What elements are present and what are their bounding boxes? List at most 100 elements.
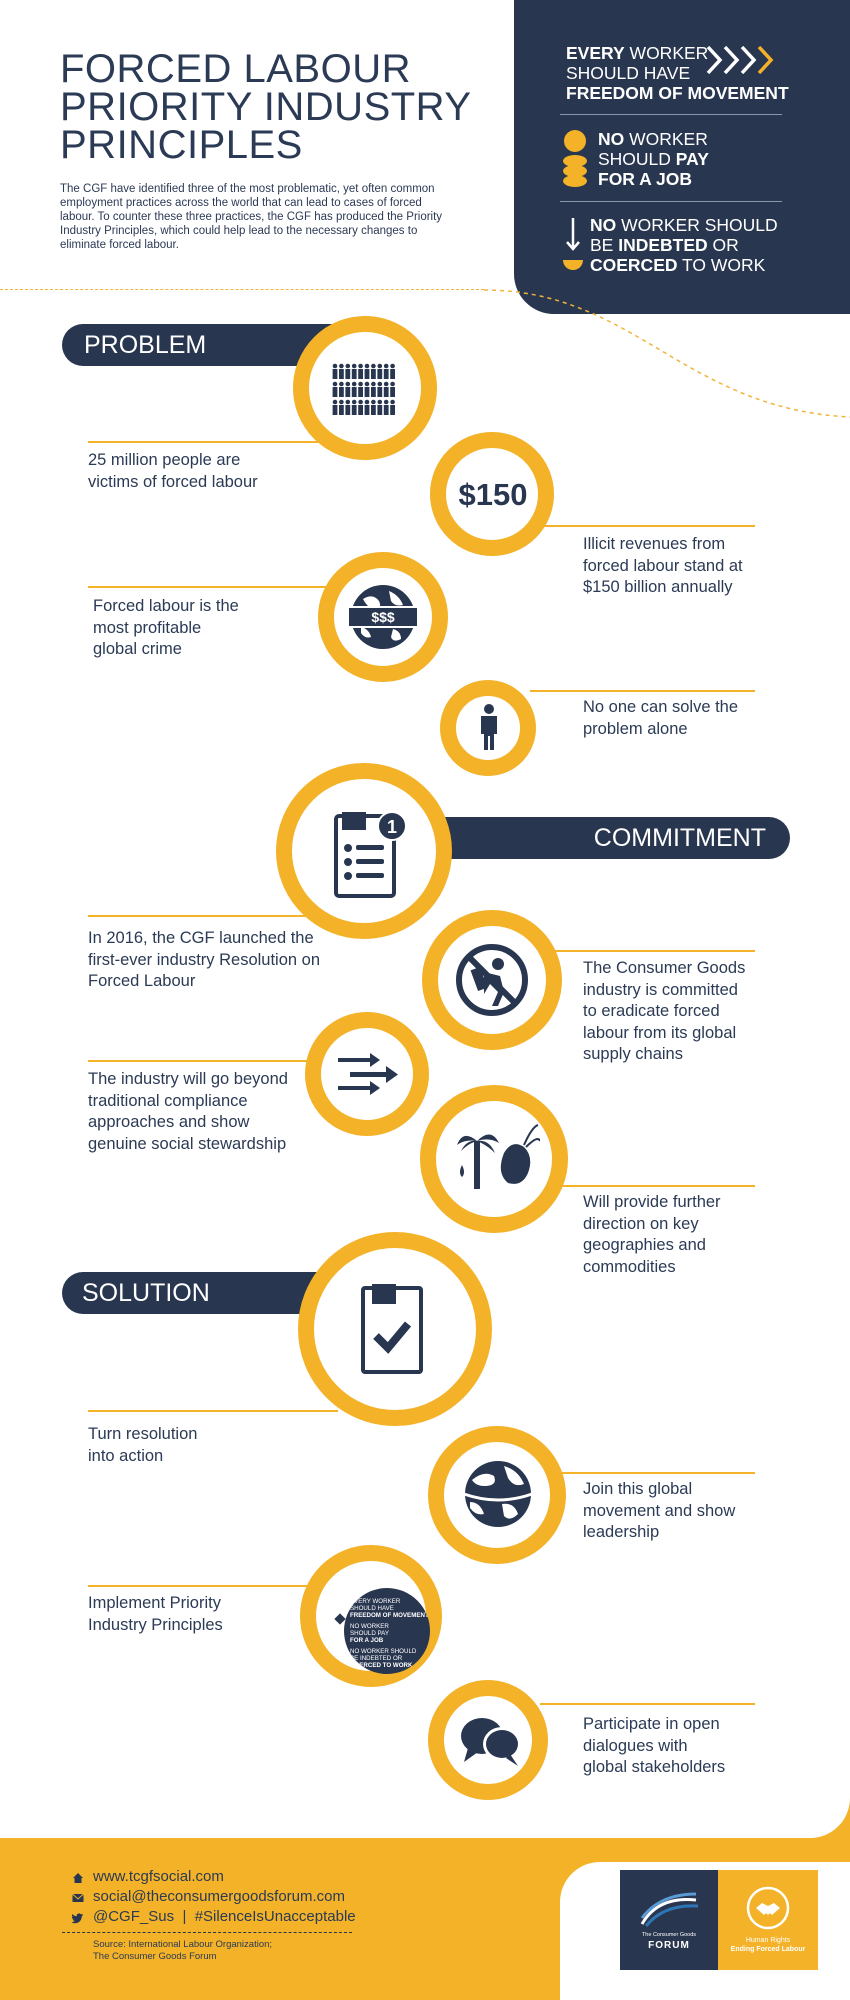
source-text: Source: International Labour Organizatio… (93, 1939, 273, 1962)
person-head (351, 381, 357, 387)
logo-human-rights-text: Human Rights Ending Forced Labour (730, 1937, 806, 1953)
person-head (345, 363, 351, 369)
connector-line (540, 1185, 755, 1187)
connector-line (540, 525, 755, 527)
divider (560, 201, 782, 202)
mini-principles-icon: EVERY WORKER SHOULD HAVE FREEDOM OF MOVE… (344, 1588, 430, 1674)
person-body (377, 405, 383, 415)
text-revenues: Illicit revenues from forced labour stan… (583, 535, 743, 596)
globe-money-icon: $$$ (349, 585, 417, 649)
person-body (358, 405, 363, 415)
person-head (332, 363, 338, 369)
text-profitable: Forced labour is the most profitable glo… (93, 597, 239, 658)
person-head (383, 381, 389, 387)
twitter-handle[interactable]: @CGF_Sus (93, 1908, 175, 1925)
person-body (332, 369, 338, 379)
person-head (371, 381, 376, 387)
connector-line (88, 1410, 338, 1412)
commodities-icon (457, 1124, 540, 1189)
person-head (339, 363, 344, 369)
page-title: FORCED LABOUR PRIORITY INDUSTRY PRINCIPL… (60, 49, 480, 167)
person-head (390, 363, 395, 369)
person-body (345, 387, 351, 397)
coins-icon (563, 130, 587, 187)
person-body (371, 387, 376, 397)
section-commitment-label: COMMITMENT (432, 817, 790, 859)
person-head (377, 363, 383, 369)
crowd-icon (332, 363, 395, 415)
divider (560, 114, 782, 115)
person-body (351, 387, 357, 397)
money-amount-icon: $150 (459, 477, 528, 512)
social-line: @CGF_Sus | #SilenceIsUnacceptable (93, 1907, 356, 1927)
person-head (390, 381, 395, 387)
person-head (351, 399, 357, 405)
connector-line (88, 915, 328, 917)
person-head (339, 399, 344, 405)
dashed-line (0, 289, 484, 290)
connector-line (545, 950, 755, 952)
text-victims: 25 million people are victims of forced … (88, 451, 258, 491)
email-icon (72, 1893, 84, 1902)
person-body (377, 369, 383, 379)
person-body (358, 369, 363, 379)
person-head (371, 399, 376, 405)
website-link[interactable]: www.tcgfsocial.com (93, 1868, 224, 1885)
connector-line (540, 1472, 755, 1474)
person-body (390, 369, 395, 379)
money-label: $$$ (371, 609, 395, 625)
person-head (332, 381, 338, 387)
footer-divider (62, 1932, 352, 1933)
person-head (351, 363, 357, 369)
text-implement: Implement Priority Industry Principles (88, 1594, 223, 1634)
handshake-icon (746, 1886, 790, 1930)
person-body (332, 387, 338, 397)
email-link[interactable]: social@theconsumergoodsforum.com (93, 1888, 346, 1905)
home-icon (73, 1873, 83, 1883)
global-movement-icon (463, 1461, 533, 1527)
person-body (377, 387, 383, 397)
text-turn: Turn resolution into action (88, 1425, 198, 1465)
separator: | (182, 1908, 187, 1925)
hashtag[interactable]: #SilenceIsUnacceptable (194, 1908, 356, 1925)
connector-line (88, 441, 318, 443)
person-head (358, 381, 363, 387)
person-body (345, 369, 351, 379)
person-head (345, 399, 351, 405)
person-icon (481, 704, 497, 750)
person-head (339, 381, 344, 387)
logo-forum-text: FORUM (648, 1940, 690, 1951)
connector-line (530, 690, 755, 692)
person-body (364, 369, 370, 379)
person-body (345, 405, 351, 415)
twitter-icon (72, 1913, 83, 1924)
principle-pay: NO WORKER SHOULD PAY FOR A JOB (598, 129, 709, 189)
intro-text: The CGF have identified three of the mos… (60, 183, 443, 251)
connector-line (540, 1703, 755, 1705)
person-body (351, 405, 357, 415)
person-body (383, 369, 389, 379)
text-alone: No one can solve the problem alone (583, 698, 739, 738)
person-head (358, 363, 363, 369)
person-body (358, 387, 363, 397)
text-direction: Will provide further direction on key ge… (583, 1193, 721, 1276)
person-head (345, 381, 351, 387)
person-body (371, 405, 376, 415)
connector-line (88, 1060, 318, 1062)
connector-line (88, 1585, 338, 1587)
principle-freedom: EVERY WORKER SHOULD HAVE FREEDOM OF MOVE… (566, 43, 789, 103)
person-head (377, 399, 383, 405)
person-head (364, 363, 370, 369)
cgf-swoosh-icon (640, 1892, 699, 1927)
chevrons-icon (706, 45, 774, 75)
person-body (351, 369, 357, 379)
person-body (364, 387, 370, 397)
person-body (332, 405, 338, 415)
speech-bubbles-icon (461, 1718, 521, 1766)
resolution-document-icon: 1 (334, 812, 407, 898)
person-body (339, 387, 344, 397)
person-head (383, 363, 389, 369)
person-head (358, 399, 363, 405)
text-committed: The Consumer Goods industry is committed… (583, 959, 746, 1063)
title-line: PRINCIPLES (60, 123, 303, 167)
